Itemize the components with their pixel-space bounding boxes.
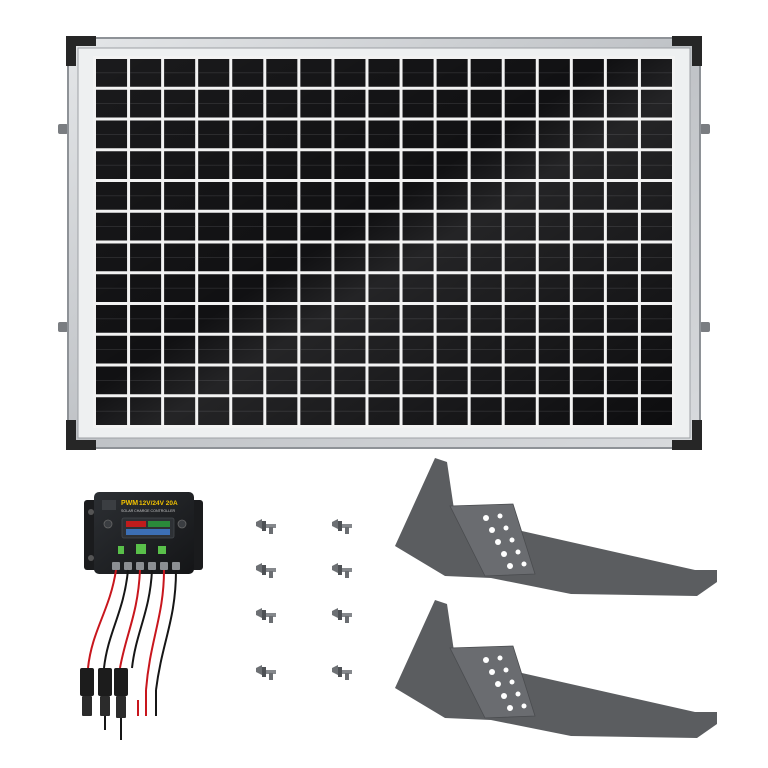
controller-rating-label: 12V/24V 20A [139, 500, 178, 507]
mounting-bolts [256, 519, 352, 680]
tilt-bracket [395, 458, 717, 596]
bolt [256, 665, 276, 680]
controller-terminals [112, 562, 180, 570]
bolt [256, 519, 276, 534]
controller-subtitle: SOLAR CHARGE CONTROLLER [121, 509, 176, 513]
panel-corner-caps [66, 36, 702, 450]
controller-wires [87, 569, 177, 691]
charge-controller: PWM 12V/24V 20A SOLAR CHARGE CONTROLLER [80, 492, 203, 740]
controller-status-icons [118, 544, 166, 554]
tilt-brackets [395, 458, 717, 738]
bolt [256, 563, 276, 578]
controller-model-label: PWM [121, 500, 138, 507]
bolt [332, 608, 352, 623]
bolt [332, 519, 352, 534]
solar-panel [58, 36, 710, 450]
tilt-bracket [395, 600, 717, 738]
bolt [332, 665, 352, 680]
panel-side-bolts [58, 124, 710, 332]
bolt [256, 608, 276, 623]
wire-leads [137, 690, 157, 716]
bolt [332, 563, 352, 578]
mc4-connectors [80, 668, 128, 740]
